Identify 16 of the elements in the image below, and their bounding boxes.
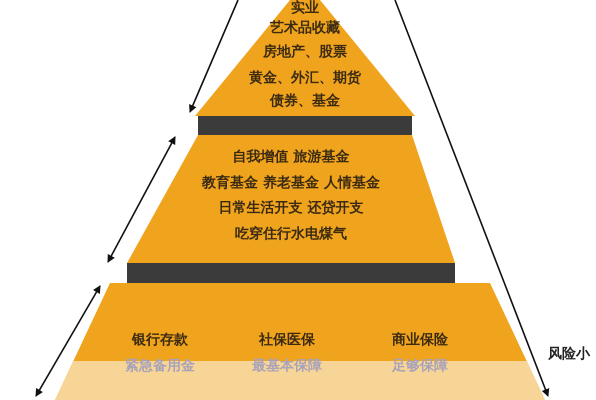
tier-text: 自我增值 旅游基金	[232, 149, 350, 166]
tier-text: 吃穿住行水电煤气	[235, 226, 347, 243]
tier-text: 足够保障	[392, 358, 448, 375]
tier-text: 债券、基金	[270, 93, 340, 110]
tier-text: 最基本保障	[252, 358, 322, 375]
tier-text: 实业	[291, 0, 319, 17]
tier-text: 艺术品收藏	[270, 20, 340, 37]
tier-text: 银行存款	[132, 332, 188, 349]
tier-text: 社保医保	[259, 332, 315, 349]
tier-text: 紧急备用金	[125, 358, 195, 375]
risk-label: 风险小	[548, 345, 590, 363]
tier-text: 房地产、股票	[263, 44, 347, 61]
tier-text: 日常生活开支 还贷开支	[218, 200, 364, 217]
tier-text: 商业保险	[392, 332, 448, 349]
tier-text: 教育基金 养老基金 人情基金	[202, 175, 380, 192]
tier-text: 黄金、外汇、期货	[249, 70, 361, 87]
